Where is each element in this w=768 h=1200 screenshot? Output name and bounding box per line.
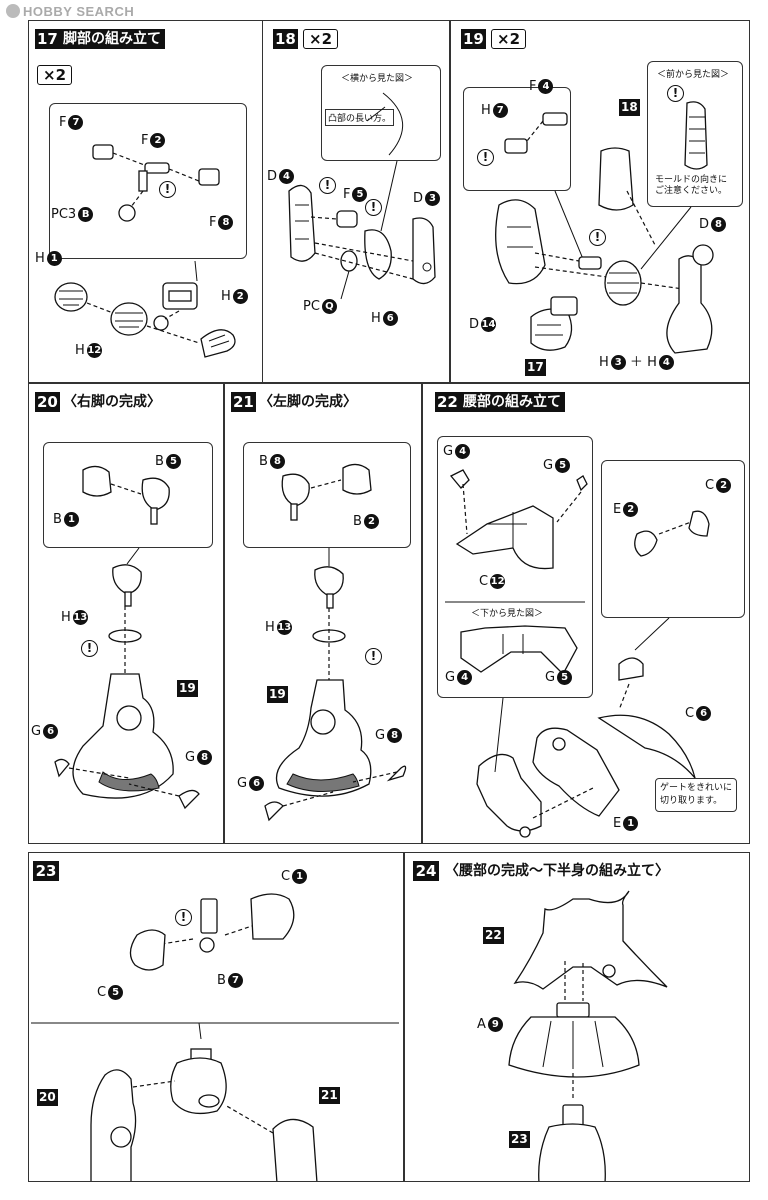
step-number: 23 bbox=[33, 861, 59, 881]
step-19-illustration bbox=[495, 101, 714, 354]
hobbysearch-logo-icon bbox=[6, 4, 20, 18]
step-23-illustration bbox=[31, 893, 399, 1181]
front-view-caption: ＜前から見た図＞ bbox=[657, 70, 730, 80]
side-view-caption: ＜横から見た図＞ bbox=[341, 74, 414, 84]
caution-icon: ! bbox=[589, 229, 606, 246]
gate-note: ゲートをきれいに 切り取ります。 bbox=[655, 778, 738, 812]
step-number: 20 bbox=[35, 392, 60, 412]
quantity-badge: ×2 bbox=[491, 29, 527, 49]
step-24-illustration bbox=[508, 890, 668, 1181]
step-17-illustration bbox=[54, 144, 236, 358]
step-18-illustration bbox=[288, 92, 436, 300]
quantity-badge: ×2 bbox=[303, 29, 339, 49]
watermark: HOBBY SEARCH bbox=[6, 4, 134, 19]
step-title: 腰部の組み立て bbox=[459, 392, 565, 412]
step-22-illustration bbox=[445, 469, 710, 838]
caution-icon: ! bbox=[175, 909, 192, 926]
ref-step-20: 20 bbox=[37, 1089, 58, 1106]
step-number: 19 bbox=[461, 29, 486, 49]
step-number: 21 bbox=[231, 392, 256, 412]
subassembly-box bbox=[43, 442, 213, 548]
quantity-badge: ×2 bbox=[37, 65, 73, 85]
step-20-illustration bbox=[54, 465, 200, 810]
step-title: 〈右脚の完成〉 bbox=[63, 394, 161, 410]
ref-step-18: 18 bbox=[619, 99, 640, 116]
caution-icon: ! bbox=[365, 199, 382, 216]
ref-step-21: 21 bbox=[319, 1087, 340, 1104]
step-21-illustration bbox=[264, 463, 407, 822]
caution-icon: ! bbox=[365, 648, 382, 665]
ref-step-19: 19 bbox=[267, 686, 288, 703]
ref-step-19: 19 bbox=[177, 680, 198, 697]
front-view-note: モールドの向きに ご注意ください。 bbox=[655, 175, 728, 196]
ref-step-22: 22 bbox=[483, 927, 504, 944]
ref-step-17: 17 bbox=[525, 359, 546, 376]
step-number: 22 bbox=[435, 392, 460, 412]
caution-icon: ! bbox=[319, 177, 336, 194]
step-number: 18 bbox=[273, 29, 298, 49]
caution-icon: ! bbox=[81, 640, 98, 657]
caution-icon: ! bbox=[477, 149, 494, 166]
ref-step-23: 23 bbox=[509, 1131, 530, 1148]
step-number: 24 bbox=[413, 861, 439, 881]
step-title: 〈腰部の完成～下半身の組み立て〉 bbox=[445, 863, 669, 879]
caution-icon: ! bbox=[159, 181, 176, 198]
bottom-view-caption: ＜下から見た図＞ bbox=[471, 609, 544, 619]
step-number: 17 bbox=[35, 29, 60, 49]
step-title: 脚部の組み立て bbox=[59, 29, 165, 49]
caution-icon: ! bbox=[667, 85, 684, 102]
step-title: 〈左脚の完成〉 bbox=[259, 394, 357, 410]
